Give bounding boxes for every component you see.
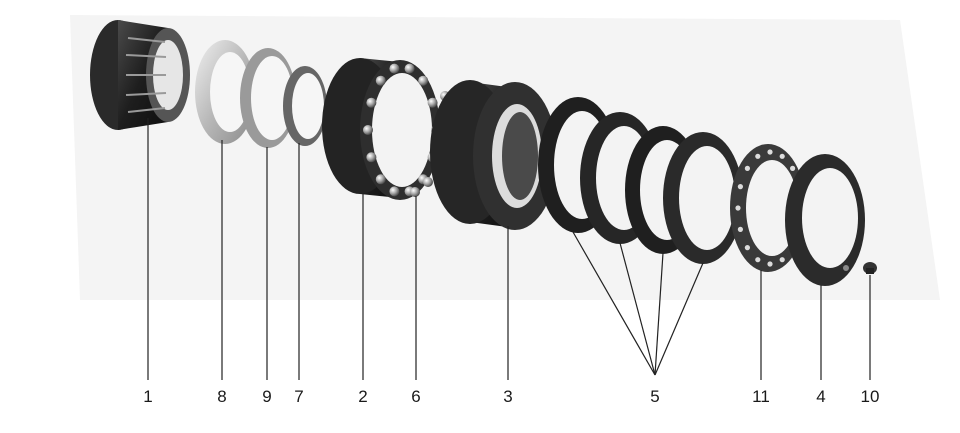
washer-hole xyxy=(790,165,796,171)
washer-hole xyxy=(779,257,785,263)
part-6-balls xyxy=(410,91,450,197)
callout-9: 9 xyxy=(262,387,272,406)
callout-1: 1 xyxy=(143,387,153,406)
callout-6: 6 xyxy=(411,387,421,406)
callout-3: 3 xyxy=(503,387,513,406)
bearing-ball xyxy=(389,186,400,197)
washer-hole xyxy=(767,149,773,155)
washer-hole xyxy=(737,226,744,232)
part-7-snap-ring xyxy=(283,66,327,146)
bearing-ball xyxy=(375,174,386,185)
washer-hole xyxy=(779,153,785,159)
leader-5a xyxy=(572,231,656,376)
callout-8: 8 xyxy=(217,387,227,406)
callout-7: 7 xyxy=(294,387,304,406)
washer-hole xyxy=(735,205,741,211)
bearing-ball xyxy=(366,152,377,163)
bearing-ball xyxy=(375,75,386,86)
leader-5d xyxy=(654,262,704,376)
leader-lines xyxy=(147,118,871,380)
callout-11: 11 xyxy=(752,387,770,406)
washer-hole xyxy=(755,257,761,263)
part-8-washer xyxy=(195,40,255,144)
callout-2: 2 xyxy=(358,387,368,406)
washer-hole xyxy=(744,165,751,171)
bearing-ball xyxy=(427,97,438,108)
leader-5c xyxy=(654,252,664,376)
bearing-ball xyxy=(389,63,400,74)
washer-hole xyxy=(755,153,761,159)
part-9-ring xyxy=(240,48,296,148)
part-10-screw xyxy=(863,262,877,274)
callout-5: 5 xyxy=(650,387,660,406)
washer-hole xyxy=(744,245,751,251)
bearing-ball xyxy=(404,63,415,74)
bearing-ball xyxy=(366,97,377,108)
part-4-end-plate xyxy=(785,154,865,286)
part-2-ball-cage xyxy=(322,58,441,200)
bearing-ball xyxy=(363,125,373,135)
part-1-roller-cage xyxy=(90,20,190,130)
washer-hole xyxy=(737,184,744,190)
washer-hole xyxy=(767,261,773,267)
part-5-disc-stack xyxy=(538,97,743,264)
callout-4: 4 xyxy=(816,387,826,406)
leader-5b xyxy=(619,242,656,376)
callout-10: 10 xyxy=(860,387,880,406)
part-3-housing xyxy=(430,80,557,230)
bearing-ball xyxy=(418,75,429,86)
